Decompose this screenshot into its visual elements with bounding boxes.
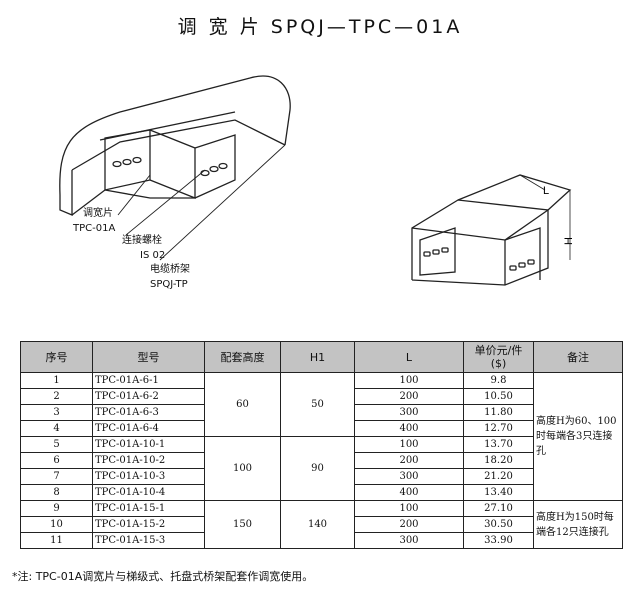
cell-price: 21.20 bbox=[463, 468, 534, 485]
cell-price: 12.70 bbox=[463, 420, 534, 437]
cell-model: TPC-01A-6-2 bbox=[92, 388, 205, 405]
callout-bolt-name: 连接螺栓 bbox=[122, 235, 162, 246]
cell-height: 100 bbox=[204, 436, 281, 501]
cell-height: 150 bbox=[204, 500, 281, 549]
header-model: 型号 bbox=[92, 341, 205, 373]
callout-adjuster-name: 调宽片 bbox=[83, 208, 113, 219]
spec-table: 序号 型号 配套高度 H1 L 单价元/件 ($) 备注 1 TPC-01A-6… bbox=[20, 341, 623, 549]
cell-price: 9.8 bbox=[463, 372, 534, 389]
cell-model: TPC-01A-10-1 bbox=[92, 436, 205, 453]
table-row: 11 TPC-01A-15-3 300 33.90 bbox=[20, 532, 623, 549]
cell-l: 100 bbox=[354, 372, 464, 389]
cell-l: 400 bbox=[354, 420, 464, 437]
cell-no: 4 bbox=[20, 420, 93, 437]
page-title: 调 宽 片 SPQJ—TPC—01A bbox=[177, 16, 463, 38]
product-drawing: L H 调宽片 TPC-01A 连接螺栓 IS 02 电缆桥架 SPQJ-TP bbox=[0, 50, 640, 340]
table-row: 8 TPC-01A-10-4 400 13.40 bbox=[20, 484, 623, 501]
dim-l-label: L bbox=[543, 185, 549, 197]
dim-h-label: H bbox=[563, 237, 575, 245]
header-notes: 备注 bbox=[533, 341, 623, 373]
cell-no: 6 bbox=[20, 452, 93, 469]
table-row: 9 TPC-01A-15-1 150 140 100 27.10 高度H为150… bbox=[20, 500, 623, 549]
cell-note: 高度H为60、100时每端各3只连接孔 bbox=[533, 372, 623, 501]
cell-l: 400 bbox=[354, 484, 464, 501]
cell-model: TPC-01A-15-3 bbox=[92, 532, 205, 549]
cell-price: 13.40 bbox=[463, 484, 534, 501]
table-row: 5 TPC-01A-10-1 100 90 100 13.70 bbox=[20, 436, 623, 501]
cell-no: 7 bbox=[20, 468, 93, 485]
cell-l: 200 bbox=[354, 388, 464, 405]
callout-tray-name: 电缆桥架 bbox=[150, 264, 190, 275]
cell-model: TPC-01A-10-2 bbox=[92, 452, 205, 469]
cell-price: 27.10 bbox=[463, 500, 534, 517]
cell-no: 5 bbox=[20, 436, 93, 453]
cell-no: 8 bbox=[20, 484, 93, 501]
cell-no: 11 bbox=[20, 532, 93, 549]
cell-note: 高度H为150时每端各12只连接孔 bbox=[533, 500, 623, 549]
callout-tray-code: SPQJ-TP bbox=[150, 279, 188, 290]
cell-h1: 90 bbox=[280, 436, 355, 501]
cell-price: 33.90 bbox=[463, 532, 534, 549]
table-row: 4 TPC-01A-6-4 400 12.70 bbox=[20, 420, 623, 437]
header-height: 配套高度 bbox=[204, 341, 281, 373]
callout-bolt-code: IS 02 bbox=[140, 250, 166, 261]
table-row: 1 TPC-01A-6-1 60 50 100 9.8 高度H为60、100时每… bbox=[20, 372, 623, 501]
cell-price: 18.20 bbox=[463, 452, 534, 469]
callout-adjuster-code: TPC-01A bbox=[73, 223, 116, 234]
footnote: *注: TPC-01A调宽片与梯级式、托盘式桥架配套作调宽使用。 bbox=[12, 570, 314, 583]
cell-no: 9 bbox=[20, 500, 93, 517]
cell-price: 13.70 bbox=[463, 436, 534, 453]
cell-model: TPC-01A-15-1 bbox=[92, 500, 205, 517]
cell-l: 200 bbox=[354, 452, 464, 469]
cell-l: 300 bbox=[354, 404, 464, 421]
cell-price: 11.80 bbox=[463, 404, 534, 421]
cell-h1: 50 bbox=[280, 372, 355, 437]
cell-l: 300 bbox=[354, 532, 464, 549]
table-row: 7 TPC-01A-10-3 300 21.20 bbox=[20, 468, 623, 485]
cell-model: TPC-01A-15-2 bbox=[92, 516, 205, 533]
cell-model: TPC-01A-10-3 bbox=[92, 468, 205, 485]
header-no: 序号 bbox=[20, 341, 93, 373]
cell-no: 2 bbox=[20, 388, 93, 405]
header-l: L bbox=[354, 341, 464, 373]
cell-model: TPC-01A-6-1 bbox=[92, 372, 205, 389]
cell-no: 1 bbox=[20, 372, 93, 389]
isometric-illustration: L H bbox=[59, 75, 575, 286]
cell-price: 10.50 bbox=[463, 388, 534, 405]
cell-l: 200 bbox=[354, 516, 464, 533]
cell-no: 3 bbox=[20, 404, 93, 421]
cell-no: 10 bbox=[20, 516, 93, 533]
cell-l: 100 bbox=[354, 436, 464, 453]
table-header-row: 序号 型号 配套高度 H1 L 单价元/件 ($) 备注 bbox=[20, 341, 623, 373]
header-price: 单价元/件 ($) bbox=[463, 341, 534, 373]
table-row: 2 TPC-01A-6-2 200 10.50 bbox=[20, 388, 623, 405]
cell-l: 300 bbox=[354, 468, 464, 485]
cell-price: 30.50 bbox=[463, 516, 534, 533]
cell-h1: 140 bbox=[280, 500, 355, 549]
cell-model: TPC-01A-10-4 bbox=[92, 484, 205, 501]
cell-model: TPC-01A-6-3 bbox=[92, 404, 205, 421]
header-h1: H1 bbox=[280, 341, 355, 373]
cell-l: 100 bbox=[354, 500, 464, 517]
cell-model: TPC-01A-6-4 bbox=[92, 420, 205, 437]
cell-height: 60 bbox=[204, 372, 281, 437]
